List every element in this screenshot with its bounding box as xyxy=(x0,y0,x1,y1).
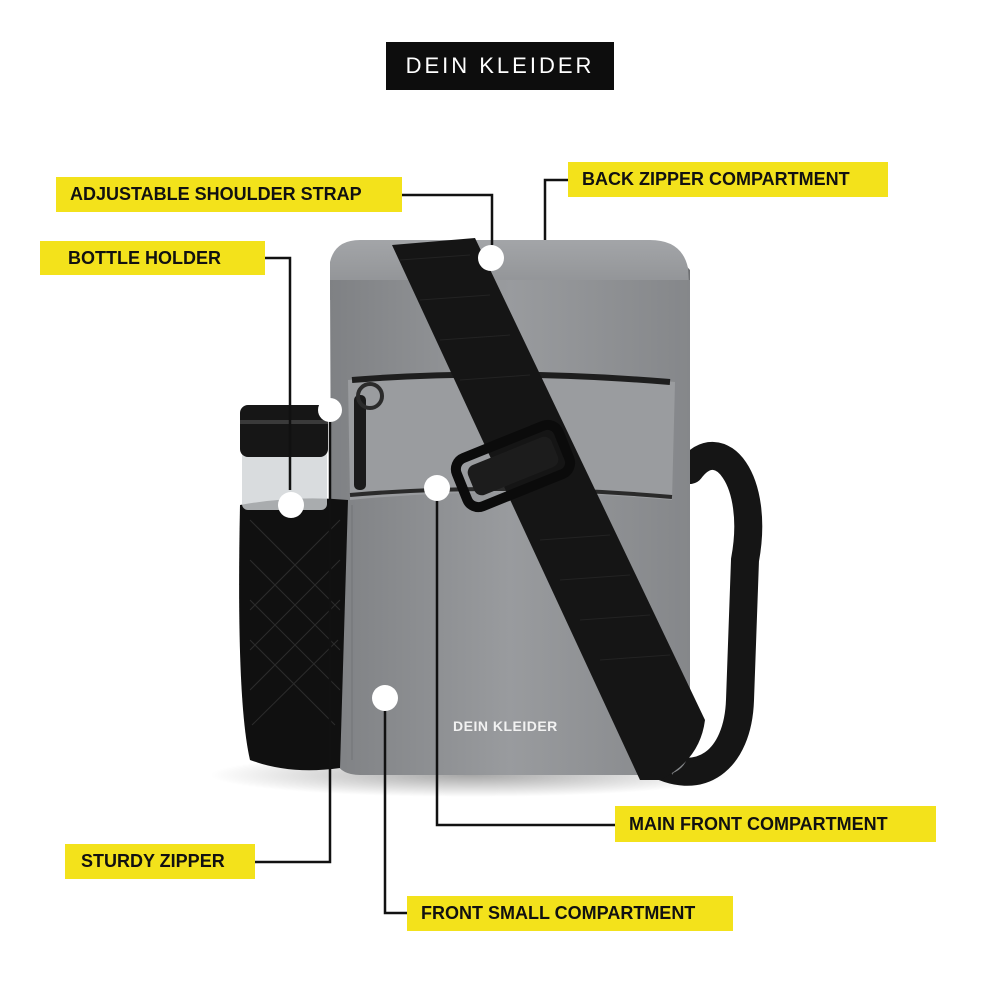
brand-title: DEIN KLEIDER xyxy=(405,53,595,78)
mesh-pattern xyxy=(249,519,341,726)
label-front-small: FRONT SMALL COMPARTMENT xyxy=(407,896,733,931)
strap-buckle xyxy=(450,419,576,513)
bag-logo-text: DEIN KLEIDER xyxy=(453,718,558,734)
dot-shoulder-strap xyxy=(478,245,504,271)
label-sturdy-zipper: STURDY ZIPPER xyxy=(65,844,255,879)
shoulder-strap xyxy=(392,238,705,780)
zipper-ring xyxy=(356,382,384,410)
line-back-zipper xyxy=(543,178,568,240)
zipper-pull-left xyxy=(354,395,366,490)
strap-weave xyxy=(399,254,671,661)
dot-bottle-holder xyxy=(278,492,304,518)
line-sturdy-zipper xyxy=(255,410,332,864)
mesh-pocket xyxy=(239,498,348,771)
line-bottle-holder xyxy=(265,256,292,490)
dot-sturdy-zipper xyxy=(318,398,342,422)
strap-loop-right xyxy=(636,442,763,786)
label-bottle-holder: BOTTLE HOLDER xyxy=(40,241,265,275)
callout-lines xyxy=(255,178,615,915)
dot-main-front xyxy=(424,475,450,501)
label-shoulder-strap: ADJUSTABLE SHOULDER STRAP xyxy=(56,177,402,212)
callout-dots xyxy=(278,245,504,711)
bottle-body xyxy=(242,450,327,510)
label-back-zipper: BACK ZIPPER COMPARTMENT xyxy=(568,162,888,197)
line-main-front xyxy=(435,492,615,827)
line-front-small xyxy=(383,700,407,915)
label-main-front: MAIN FRONT COMPARTMENT xyxy=(615,806,936,842)
line-shoulder-strap xyxy=(402,193,494,245)
dot-front-small xyxy=(372,685,398,711)
bottle-cap-ring xyxy=(240,420,328,424)
bottle-cap xyxy=(240,405,328,457)
brand-title-box: DEIN KLEIDER xyxy=(386,42,614,90)
